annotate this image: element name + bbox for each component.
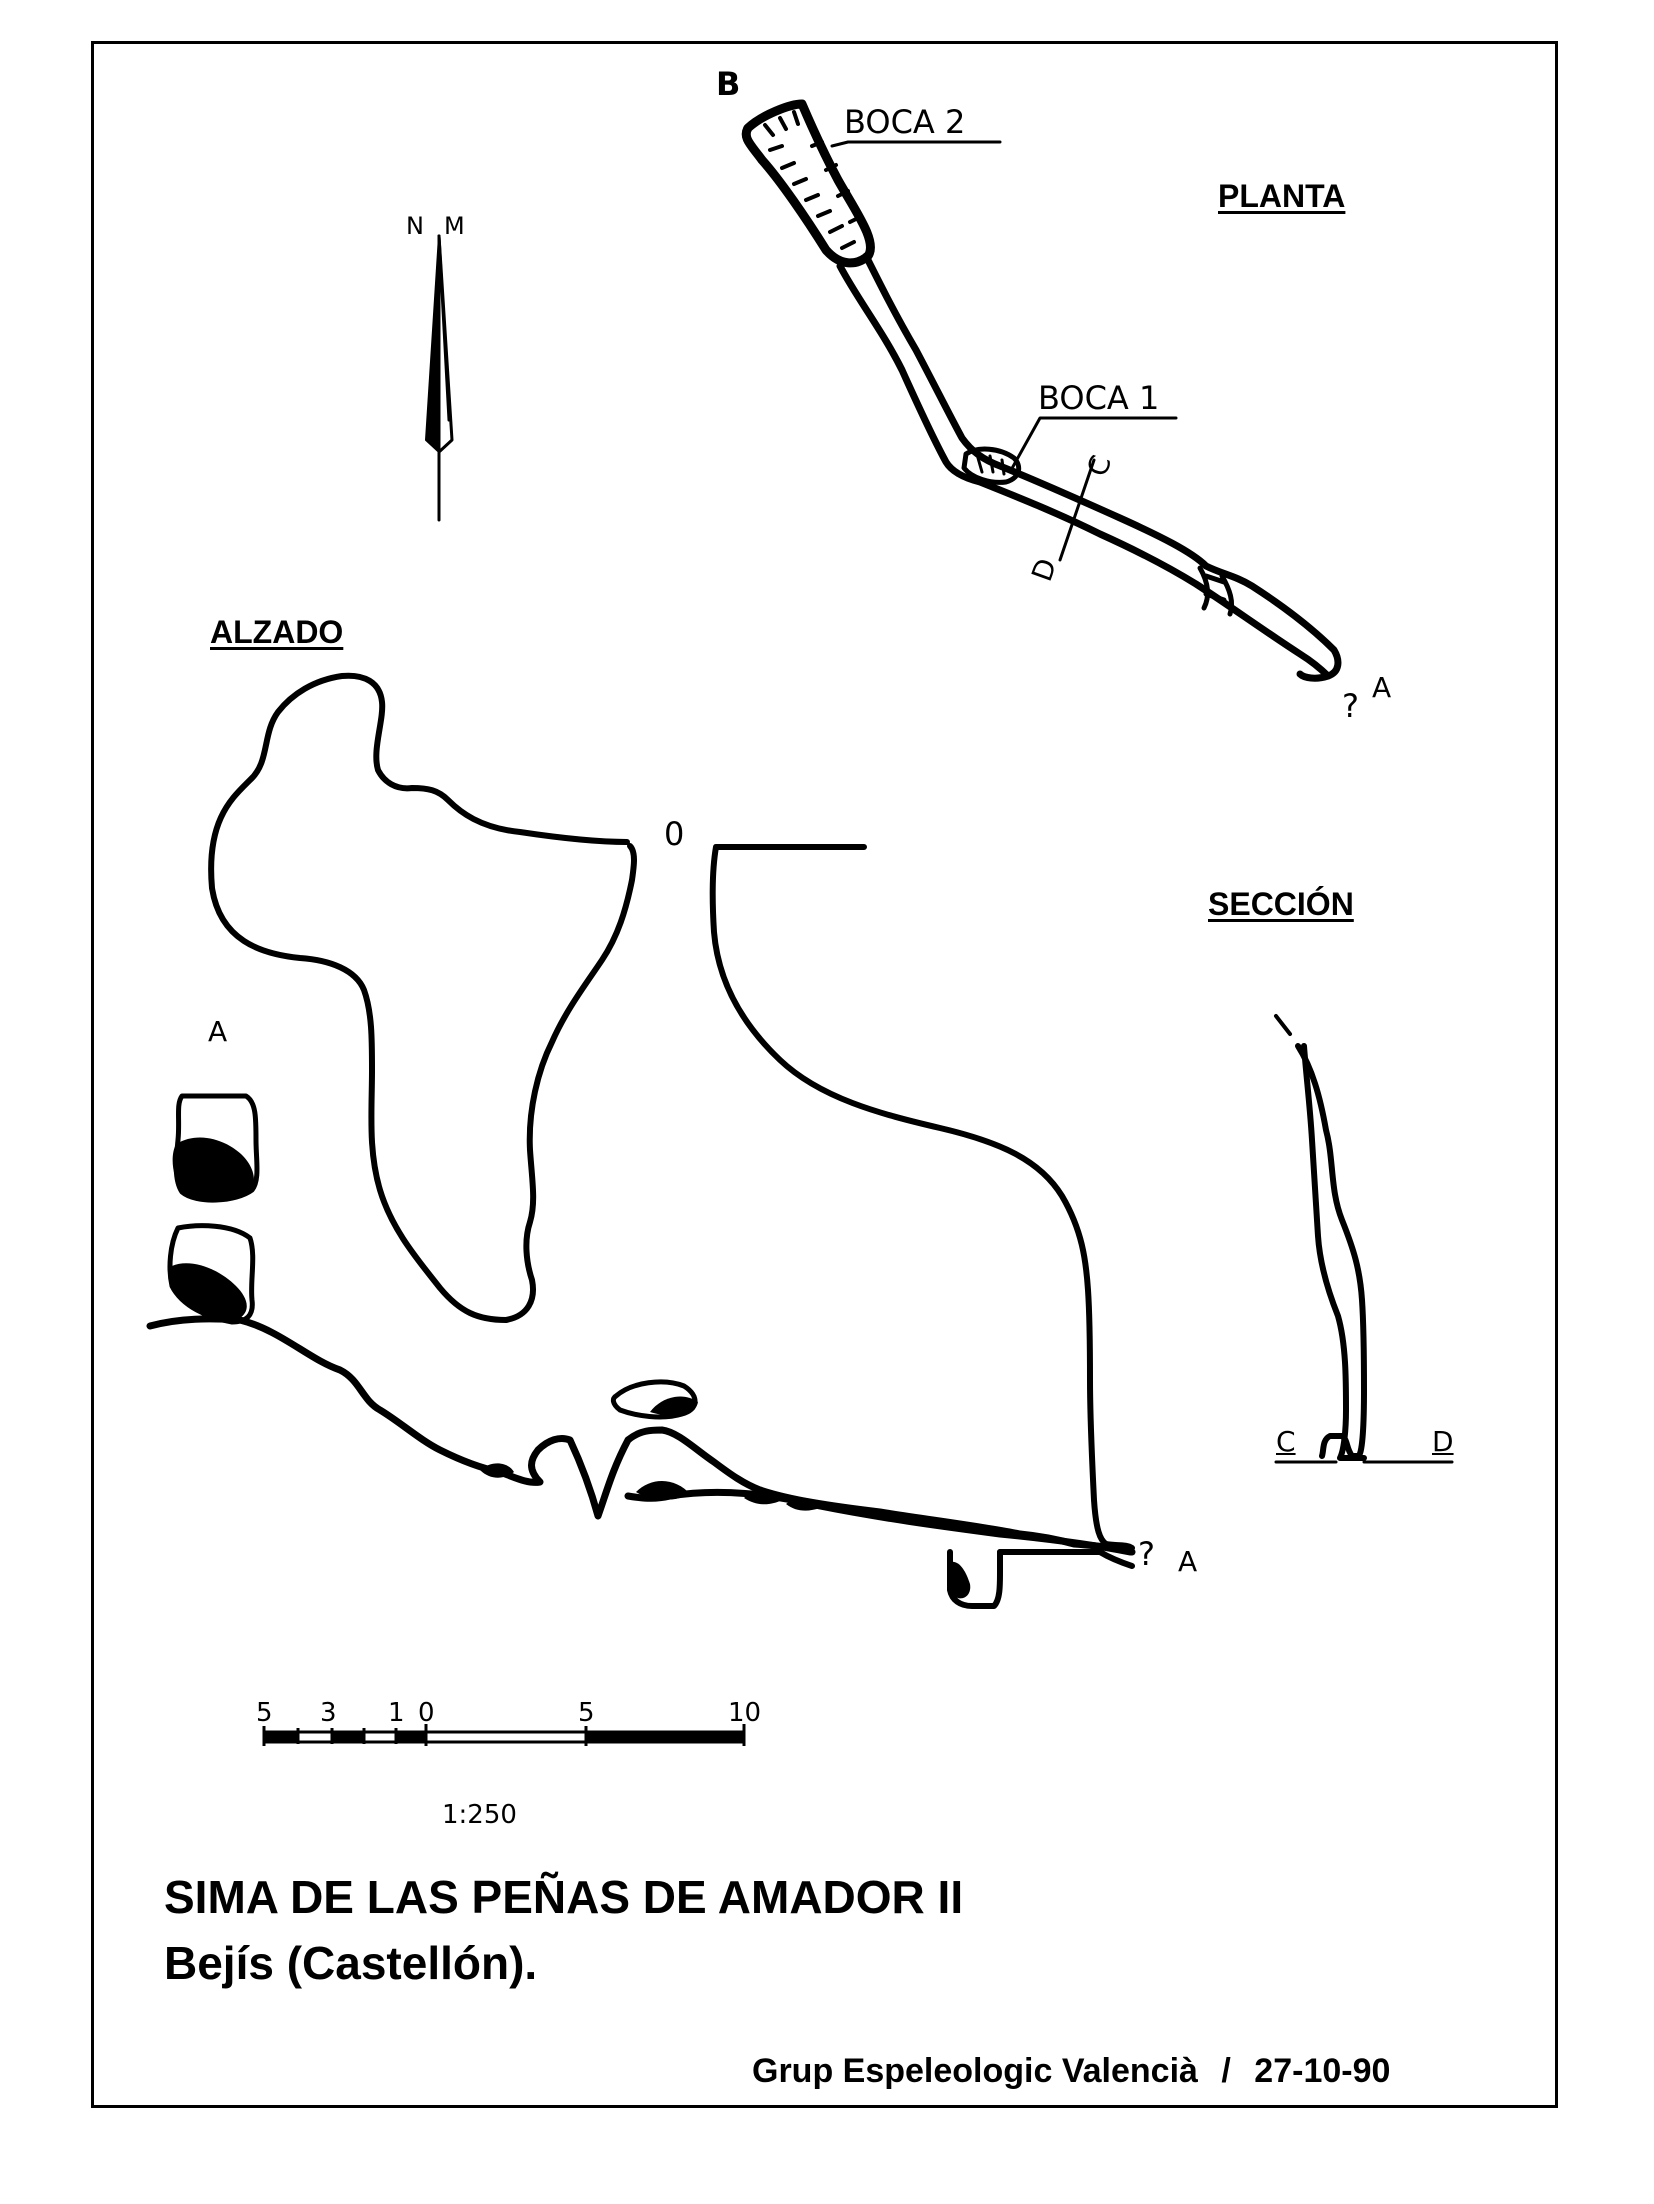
- elevation-point-a: A: [208, 1015, 228, 1048]
- plan-view-label: PLANTA: [1218, 178, 1346, 214]
- elevation-right-wall: [709, 844, 1135, 1551]
- plan-end-question: ?: [1342, 687, 1359, 725]
- scale-ratio: 1:250: [442, 1800, 517, 1830]
- elevation-view-label: ALZADO: [210, 614, 344, 650]
- floor-rubble-3: [744, 1489, 782, 1505]
- section-tip: [1274, 1014, 1292, 1036]
- section-view-label: SECCIÓN: [1208, 886, 1354, 922]
- survey-title: SIMA DE LAS PEÑAS DE AMADOR II: [164, 1871, 964, 1923]
- elevation-tail: [997, 1549, 1135, 1569]
- credit-line: Grup Espeleologic Valencià / 27-10-90: [752, 2054, 1390, 2088]
- plan-point-a: A: [1372, 671, 1392, 704]
- entrance-2-hachures: [763, 110, 862, 250]
- entrance-1-hachures: [976, 454, 1006, 476]
- notch-rubble: [949, 1561, 971, 1599]
- floor-rubble-1: [480, 1463, 514, 1478]
- cut-line-c-d: [1058, 458, 1096, 562]
- entrance-1-outline: [961, 446, 1022, 485]
- plan-passage-wall-west: [836, 262, 1332, 680]
- north-arrow-n: N: [406, 212, 424, 240]
- entrance-1-label: BOCA 1: [1038, 379, 1160, 417]
- scale-tick-1: 1: [388, 1698, 405, 1728]
- credit-group: Grup Espeleologic Valencià: [752, 2052, 1198, 2090]
- section-view: [1274, 1014, 1454, 1464]
- pebble-mid-fill: [650, 1396, 698, 1416]
- plan-point-b: B: [716, 65, 741, 103]
- elevation-notch: [947, 1549, 1003, 1609]
- scale-tick-3: 3: [320, 1698, 337, 1728]
- boulder-upper-left-fill: [172, 1137, 255, 1201]
- floor-rubble-2: [636, 1480, 690, 1500]
- scale-tick-0: 0: [418, 1698, 435, 1728]
- scale-tick-10: 10: [728, 1698, 762, 1728]
- elevation-end-question: ?: [1138, 1535, 1155, 1573]
- survey-location: Bejís (Castellón).: [164, 1937, 538, 1989]
- section-label-d: D: [1432, 1425, 1454, 1458]
- section-outline-left: [1301, 1043, 1367, 1461]
- boulder-lower-left: [167, 1223, 256, 1325]
- boulder-lower-left-fill: [172, 1263, 247, 1322]
- section-label-c: C: [1276, 1425, 1296, 1458]
- elevation-left-chamber: [208, 672, 637, 1323]
- plan-passage-wall-east: [862, 252, 1342, 682]
- elevation-zero: 0: [664, 815, 685, 853]
- entrance-1-leader: [1008, 416, 1178, 474]
- plan-view: [741, 99, 1342, 682]
- entrance-2-label: BOCA 2: [844, 103, 966, 141]
- north-arrow-m: M: [444, 212, 465, 240]
- floor-rubble-4: [786, 1497, 820, 1511]
- scale-tick-5-left: 5: [256, 1698, 273, 1728]
- elevation-view: [146, 672, 1136, 1609]
- elevation-floor: [146, 1315, 1136, 1556]
- entrance-2-leader: [830, 140, 1002, 148]
- map-frame: [91, 41, 1558, 2108]
- elevation-floor-lower: [624, 1488, 1134, 1556]
- plan-squeeze: [1197, 565, 1235, 617]
- credit-date: 27-10-90: [1254, 2052, 1391, 2090]
- elevation-end-a: A: [1178, 1545, 1198, 1578]
- scale-bar-graphic: [262, 1724, 746, 1746]
- scale-tick-5-right: 5: [578, 1698, 595, 1728]
- credit-separator: /: [1221, 2052, 1231, 2090]
- north-arrow: [425, 234, 454, 522]
